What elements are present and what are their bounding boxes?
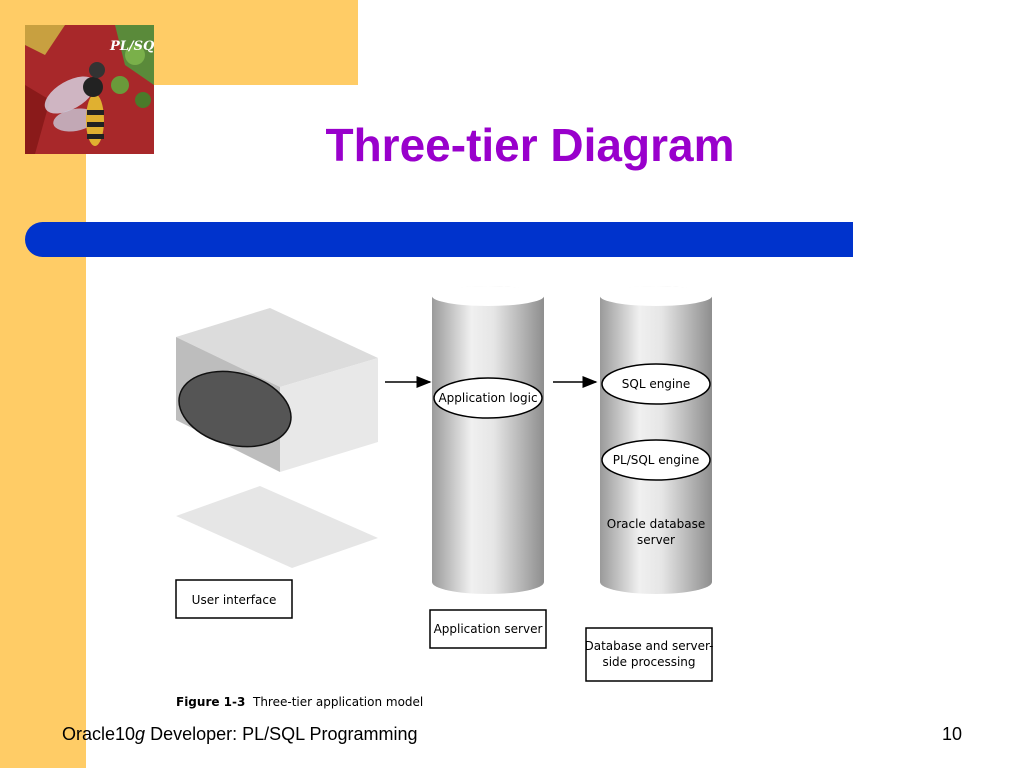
user-interface-label: User interface [192, 593, 277, 607]
sql-engine-ellipse [601, 363, 711, 405]
db-processing-label-line1: Database and server- [584, 639, 713, 653]
slide-number: 10 [941, 724, 962, 744]
application-server-cylinder [432, 286, 544, 594]
three-tier-diagram: User interface Application logic Applica… [160, 282, 740, 727]
slide-title: Three-tier Diagram [325, 119, 735, 171]
user-interface-label-box [175, 579, 293, 619]
plsql-engine-label: PL/SQL engine [613, 453, 699, 467]
app-logic-ellipse [433, 377, 543, 419]
app-logic-label: Application logic [438, 391, 537, 405]
footer-suffix: Developer: PL/SQL Programming [145, 724, 418, 744]
footer-course-title: Oracle10g Developer: PL/SQL Programming [62, 724, 418, 745]
plsql-bee-logo: PL/SQL [25, 25, 154, 154]
keyboard-plane [176, 486, 378, 568]
db-server-label-line1: Oracle database [607, 517, 706, 531]
db-processing-label-box [585, 627, 713, 682]
figure-caption: Three-tier application model [252, 695, 423, 709]
plsql-engine-ellipse [601, 439, 711, 481]
db-processing-label-line2: side processing [602, 655, 695, 669]
logo-text: PL/SQL [109, 39, 154, 54]
sql-engine-label: SQL engine [622, 377, 691, 391]
figure-number: Figure 1-3 [176, 695, 245, 709]
footer-prefix: Oracle10 [62, 724, 136, 744]
footer-italic: g [135, 724, 146, 744]
db-server-label-line2: server [637, 533, 675, 547]
app-server-label: Application server [434, 622, 543, 636]
title-divider-bar [25, 222, 853, 257]
app-server-label-box [429, 609, 547, 649]
user-interface-monitor [176, 308, 378, 472]
